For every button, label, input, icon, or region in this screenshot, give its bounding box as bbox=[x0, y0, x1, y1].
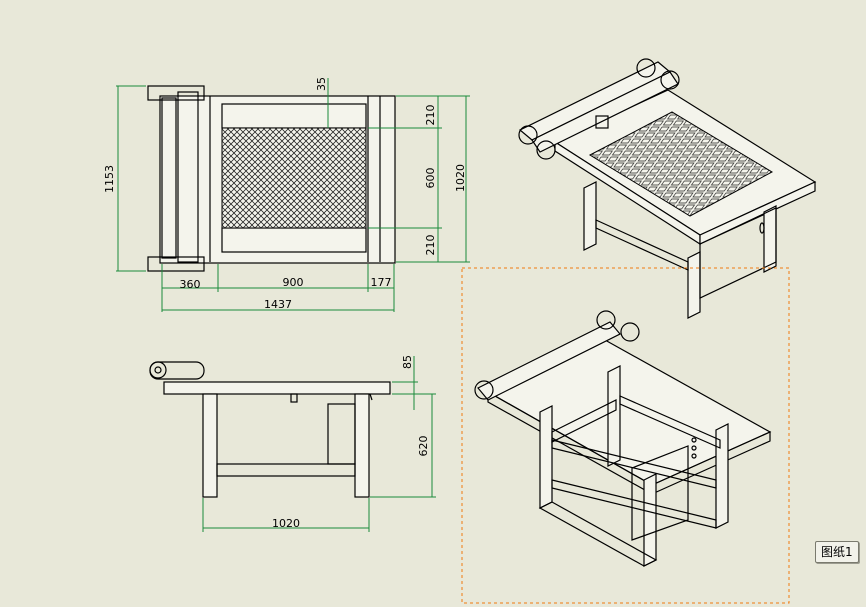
dim-620: 620 bbox=[417, 436, 430, 457]
dim-600: 600 bbox=[424, 168, 437, 189]
dim-1153: 1153 bbox=[103, 165, 116, 193]
dim-210-top: 210 bbox=[424, 105, 437, 126]
sheet-tab[interactable]: 图纸1 bbox=[815, 541, 859, 563]
dim-360: 360 bbox=[180, 278, 201, 291]
dim-85: 85 bbox=[401, 355, 414, 369]
isometric-view-bottom bbox=[461, 267, 790, 604]
top-view-dimensions: 1153 35 210 600 210 1020 360 900 177 143… bbox=[103, 77, 470, 312]
dim-900: 900 bbox=[283, 276, 304, 289]
dim-177: 177 bbox=[371, 276, 392, 289]
front-view bbox=[149, 361, 391, 498]
dim-1020-front: 1020 bbox=[272, 517, 300, 530]
dim-210-bottom: 210 bbox=[424, 235, 437, 256]
isometric-view-top bbox=[518, 58, 817, 319]
front-view-dimensions: 85 620 1020 bbox=[202, 355, 436, 532]
top-view bbox=[147, 85, 396, 272]
dim-35: 35 bbox=[315, 77, 328, 91]
dim-1437: 1437 bbox=[264, 298, 292, 311]
selection-box bbox=[461, 267, 790, 604]
dim-1020-side: 1020 bbox=[454, 164, 467, 192]
